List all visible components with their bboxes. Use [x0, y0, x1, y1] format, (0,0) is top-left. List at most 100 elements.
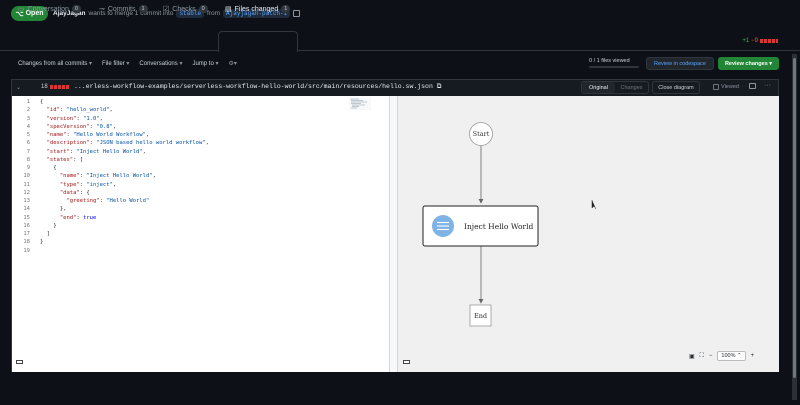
author-link[interactable]: AjayJagan	[53, 10, 86, 17]
view-changes-button[interactable]: Changes	[620, 84, 643, 91]
jump-to-dropdown[interactable]: Jump to ▾	[192, 60, 218, 67]
view-toggle: Original Changes	[581, 81, 649, 94]
file-diffstat-bar	[50, 85, 70, 89]
line-number: 11	[23, 181, 30, 188]
viewed-label: Viewed	[721, 84, 739, 90]
jump-to-label: Jump to	[192, 61, 214, 67]
line-number: 3	[26, 115, 30, 122]
conversations-label: Conversations	[139, 61, 178, 67]
file-diff-icon: ▤	[225, 6, 232, 13]
tab-checks[interactable]: ☑ Checks 0	[163, 5, 208, 13]
line-number: 16	[23, 222, 30, 229]
state-node[interactable]: Inject Hello World	[422, 205, 539, 247]
start-node-label: Start	[473, 130, 490, 138]
base-branch[interactable]: stable	[176, 9, 205, 18]
line-number: 13	[23, 198, 30, 204]
line-number: 1	[26, 99, 30, 105]
file-path[interactable]: ...erless-workflow-examples/serverless-w…	[74, 83, 441, 91]
start-node[interactable]: Start	[469, 122, 493, 146]
chevron-down-icon: ▾	[769, 60, 773, 67]
line-number: 4	[26, 123, 30, 130]
zoom-controls: ▣ ⛶ − 100% ⌃ +	[689, 351, 754, 361]
zoom-out-button[interactable]: −	[708, 353, 713, 359]
tab-commits[interactable]: ⊸ Commits 1	[99, 5, 148, 13]
end-node-label: End	[474, 312, 487, 320]
tab-count: 0	[198, 5, 208, 13]
more-options-icon[interactable]: ···	[764, 82, 771, 89]
file-change-count: 18	[41, 84, 48, 90]
editor-minimap[interactable]	[349, 98, 371, 110]
line-number: 5	[26, 132, 30, 138]
review-changes-label: Review changes	[724, 60, 768, 67]
tab-conversation[interactable]: ▭ Conversation 0	[18, 5, 81, 13]
split-pane-divider[interactable]	[389, 96, 398, 372]
conversations-dropdown[interactable]: Conversations ▾	[139, 60, 182, 67]
comment-icon[interactable]	[749, 83, 756, 89]
chevron-down-icon: ▾	[179, 61, 183, 67]
changes-label: Changes from all commits	[18, 61, 88, 67]
pr-open-icon: ⌥	[15, 10, 24, 18]
zoom-value: 100%	[721, 353, 736, 359]
pr-tabs	[0, 32, 800, 51]
review-changes-button[interactable]: Review changes ▾	[718, 57, 779, 70]
line-number: 9	[26, 165, 30, 171]
copy-icon[interactable]	[293, 10, 301, 17]
state-node-label: Inject Hello World	[464, 222, 534, 231]
from-text: from	[207, 10, 221, 17]
view-original-button[interactable]: Original	[582, 82, 615, 93]
line-number: 18	[23, 239, 30, 246]
collapse-chevron-icon[interactable]: ⌄	[16, 85, 22, 91]
changes-dropdown[interactable]: Changes from all commits ▾	[18, 60, 92, 67]
pr-summary-text: wants to merge 1 commit into	[88, 10, 174, 17]
file-filter-dropdown[interactable]: File filter ▾	[102, 60, 129, 67]
close-diagram-button[interactable]: Close diagram	[652, 81, 700, 94]
tab-label: Conversation	[27, 5, 69, 13]
end-node[interactable]: End	[469, 304, 492, 327]
line-number: 6	[26, 140, 30, 147]
status-label: Open	[25, 10, 44, 17]
diagram-canvas: Start Inject Hello World End	[422, 122, 597, 327]
zoom-select[interactable]: 100% ⌃	[717, 351, 746, 361]
status-badge: ⌥ Open	[11, 6, 48, 21]
zoom-in-button[interactable]: +	[750, 353, 755, 359]
file-path-text: ...erless-workflow-examples/serverless-w…	[74, 83, 433, 90]
minimap-toggle-icon[interactable]: ▣	[689, 353, 695, 360]
copy-icon[interactable]: ⧉	[436, 83, 442, 90]
files-viewed-progress	[589, 66, 639, 68]
tab-files-changed[interactable]: ▤ Files changed 1	[225, 5, 291, 13]
line-number: 15	[23, 214, 30, 221]
review-in-codespace-button[interactable]: Review in codespace	[646, 57, 714, 70]
checkbox-icon	[713, 84, 719, 90]
tab-label: Checks	[172, 5, 196, 13]
workflow-diagram[interactable]: Start Inject Hello World End	[398, 96, 779, 372]
additions-count: +1	[742, 38, 750, 44]
tab-active-indicator	[218, 31, 298, 52]
tab-label: Files changed	[234, 5, 279, 13]
code-content[interactable]: { "id": "hello_world", "version": "1.0",…	[40, 99, 209, 246]
head-branch[interactable]: Ajayjagan-patch-1	[223, 9, 291, 18]
line-number: 12	[23, 189, 30, 196]
keyboard-icon[interactable]	[16, 360, 23, 364]
deletions-count: −9	[751, 38, 758, 44]
fit-view-icon[interactable]: ⛶	[699, 352, 704, 359]
tab-count: 1	[281, 5, 291, 13]
commit-icon: ⊸	[99, 6, 105, 13]
keyboard-icon[interactable]	[403, 360, 410, 364]
line-number: 19	[23, 247, 30, 254]
line-number: 7	[26, 148, 30, 155]
conversation-icon: ▭	[18, 6, 25, 13]
viewed-checkbox[interactable]: Viewed	[713, 84, 739, 90]
diffstat-bar	[760, 39, 778, 43]
diff-toolbar: Changes from all commits ▾ File filter ▾…	[18, 60, 237, 67]
chevron-down-icon: ▾	[215, 61, 219, 67]
chevron-down-icon: ▾	[126, 61, 130, 67]
files-viewed-label: 0 / 1 files viewed	[589, 58, 630, 64]
line-number: 14	[23, 206, 30, 213]
diffstat: +1 −9	[742, 38, 778, 44]
line-number: 8	[26, 156, 30, 163]
settings-gear-icon[interactable]: ⚙▾	[228, 61, 237, 67]
checks-icon: ☑	[163, 6, 170, 13]
mouse-cursor-icon	[591, 200, 597, 210]
scrollbar-thumb[interactable]	[793, 58, 796, 378]
